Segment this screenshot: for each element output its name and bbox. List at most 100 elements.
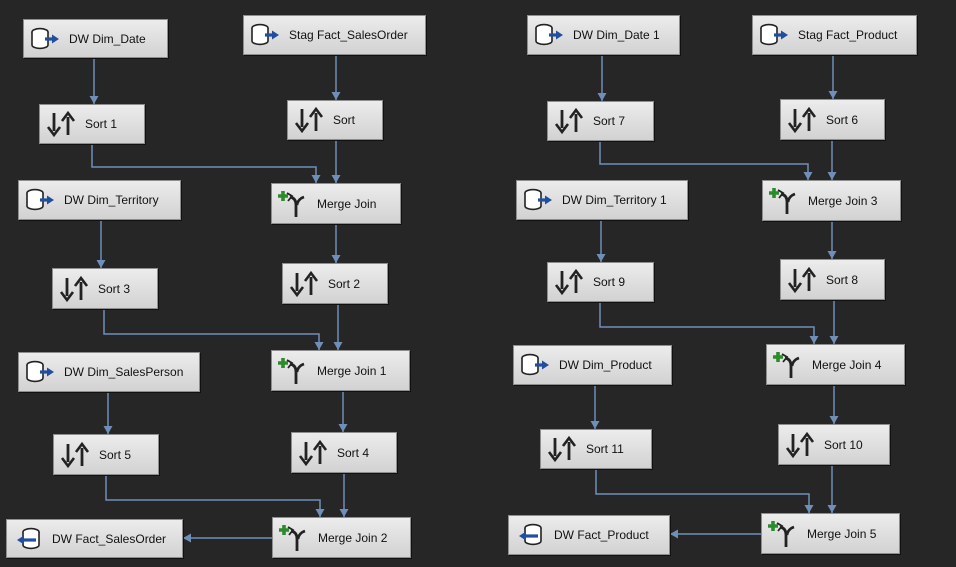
component-sort-4[interactable]: Sort 4 (291, 432, 397, 473)
component-label: DW Dim_SalesPerson (64, 365, 184, 379)
component-merge-join-2[interactable]: Merge Join 2 (272, 517, 411, 558)
component-sort-1[interactable]: Sort 1 (39, 104, 145, 144)
source-icon (23, 185, 57, 215)
component-sort-8[interactable]: Sort 8 (780, 259, 885, 300)
destination-icon (11, 524, 45, 554)
component-dw-fact-salesorder[interactable]: DW Fact_SalesOrder (6, 519, 183, 558)
merge-join-icon (771, 350, 805, 380)
component-merge-join-1[interactable]: Merge Join 1 (271, 350, 410, 391)
component-label: Sort 9 (593, 275, 626, 289)
component-sort-3[interactable]: Sort 3 (52, 268, 158, 309)
component-dw-dim-date[interactable]: DW Dim_Date (23, 19, 168, 58)
sort-icon (57, 274, 91, 304)
merge-join-icon (276, 189, 310, 219)
arrowhead-icon (183, 533, 191, 543)
arrowhead-icon (103, 426, 113, 434)
component-label: Stag Fact_Product (798, 28, 898, 42)
arrowhead-icon (809, 336, 819, 344)
component-label: DW Dim_Date (69, 31, 146, 46)
component-dw-dim-territory-1[interactable]: DW Dim_Territory 1 (516, 180, 688, 220)
data-path-connector[interactable] (91, 144, 317, 183)
arrowhead-icon (331, 255, 341, 263)
component-sort-2[interactable]: Sort 2 (282, 263, 388, 304)
merge-join-icon (276, 356, 310, 386)
arrowhead-icon (331, 92, 341, 100)
component-label: DW Dim_Territory 1 (562, 193, 667, 207)
arrowhead-icon (311, 175, 321, 183)
destination-icon (513, 520, 547, 550)
arrowhead-icon (827, 172, 837, 180)
component-label: DW Dim_Product (559, 358, 652, 372)
component-label: Merge Join 5 (807, 526, 877, 541)
arrowhead-icon (339, 509, 349, 517)
arrowhead-icon (338, 424, 348, 432)
component-sort-5[interactable]: Sort 5 (53, 434, 159, 475)
source-icon (248, 20, 282, 50)
component-dw-fact-product[interactable]: DW Fact_Product (508, 515, 670, 555)
component-sort-10[interactable]: Sort 10 (778, 424, 890, 465)
component-label: Sort 3 (98, 281, 131, 296)
arrowhead-icon (804, 505, 814, 513)
source-icon (23, 357, 57, 387)
data-path-connector[interactable] (103, 309, 320, 350)
component-sort-11[interactable]: Sort 11 (540, 429, 652, 469)
arrowhead-icon (803, 172, 813, 180)
component-label: Merge Join 1 (317, 363, 387, 378)
arrowhead-icon (828, 91, 838, 99)
component-label: Sort 5 (99, 447, 132, 462)
source-icon (518, 350, 552, 380)
data-path-connector[interactable] (599, 141, 809, 180)
component-label: Merge Join 2 (318, 530, 388, 545)
component-label: Sort 8 (826, 272, 859, 287)
component-merge-join[interactable]: Merge Join (271, 183, 401, 224)
arrowhead-icon (315, 509, 325, 517)
component-dw-dim-territory[interactable]: DW Dim_Territory (18, 180, 181, 220)
sort-icon (783, 430, 817, 460)
component-label: Merge Join (317, 196, 377, 211)
component-label: Sort 2 (328, 276, 361, 291)
component-merge-join-5[interactable]: Merge Join 5 (761, 513, 900, 554)
arrowhead-icon (314, 342, 324, 350)
data-path-connector[interactable] (105, 475, 321, 517)
arrowhead-icon (331, 175, 341, 183)
component-merge-join-4[interactable]: Merge Join 4 (766, 344, 905, 385)
sort-icon (292, 105, 326, 135)
merge-join-icon (766, 519, 800, 549)
sort-icon (44, 109, 78, 139)
sort-icon (552, 267, 586, 297)
arrowhead-icon (597, 93, 607, 101)
component-sort-9[interactable]: Sort 9 (547, 262, 654, 302)
sort-icon (296, 438, 330, 468)
component-stag-fact-product[interactable]: Stag Fact_Product (752, 15, 917, 55)
arrowhead-icon (829, 416, 839, 424)
arrowhead-icon (670, 529, 678, 539)
merge-join-icon (767, 186, 801, 216)
component-label: Merge Join 4 (812, 357, 882, 372)
component-dw-dim-date-1[interactable]: DW Dim_Date 1 (527, 15, 680, 55)
sort-icon (552, 106, 586, 136)
component-sort-7[interactable]: Sort 7 (547, 101, 654, 141)
component-label: Sort 11 (586, 442, 624, 456)
sort-icon (58, 440, 92, 470)
source-icon (532, 20, 566, 50)
component-dw-dim-product[interactable]: DW Dim_Product (513, 345, 672, 385)
arrowhead-icon (590, 421, 600, 429)
component-sort-6[interactable]: Sort 6 (780, 99, 885, 140)
component-sort[interactable]: Sort (287, 100, 383, 140)
sort-icon (545, 434, 579, 464)
arrowhead-icon (827, 251, 837, 259)
data-path-connector[interactable] (599, 302, 815, 344)
arrowhead-icon (596, 254, 606, 262)
source-icon (28, 24, 62, 54)
sort-icon (785, 105, 819, 135)
component-label: Sort 7 (593, 114, 626, 128)
arrowhead-icon (89, 96, 99, 104)
component-label: Sort 6 (826, 112, 859, 127)
component-merge-join-3[interactable]: Merge Join 3 (762, 180, 901, 221)
data-path-connector[interactable] (595, 469, 810, 513)
component-label: Sort 4 (337, 445, 370, 460)
component-dw-dim-salesperson[interactable]: DW Dim_SalesPerson (18, 352, 200, 392)
component-stag-fact-salesorder[interactable]: Stag Fact_SalesOrder (243, 15, 426, 55)
